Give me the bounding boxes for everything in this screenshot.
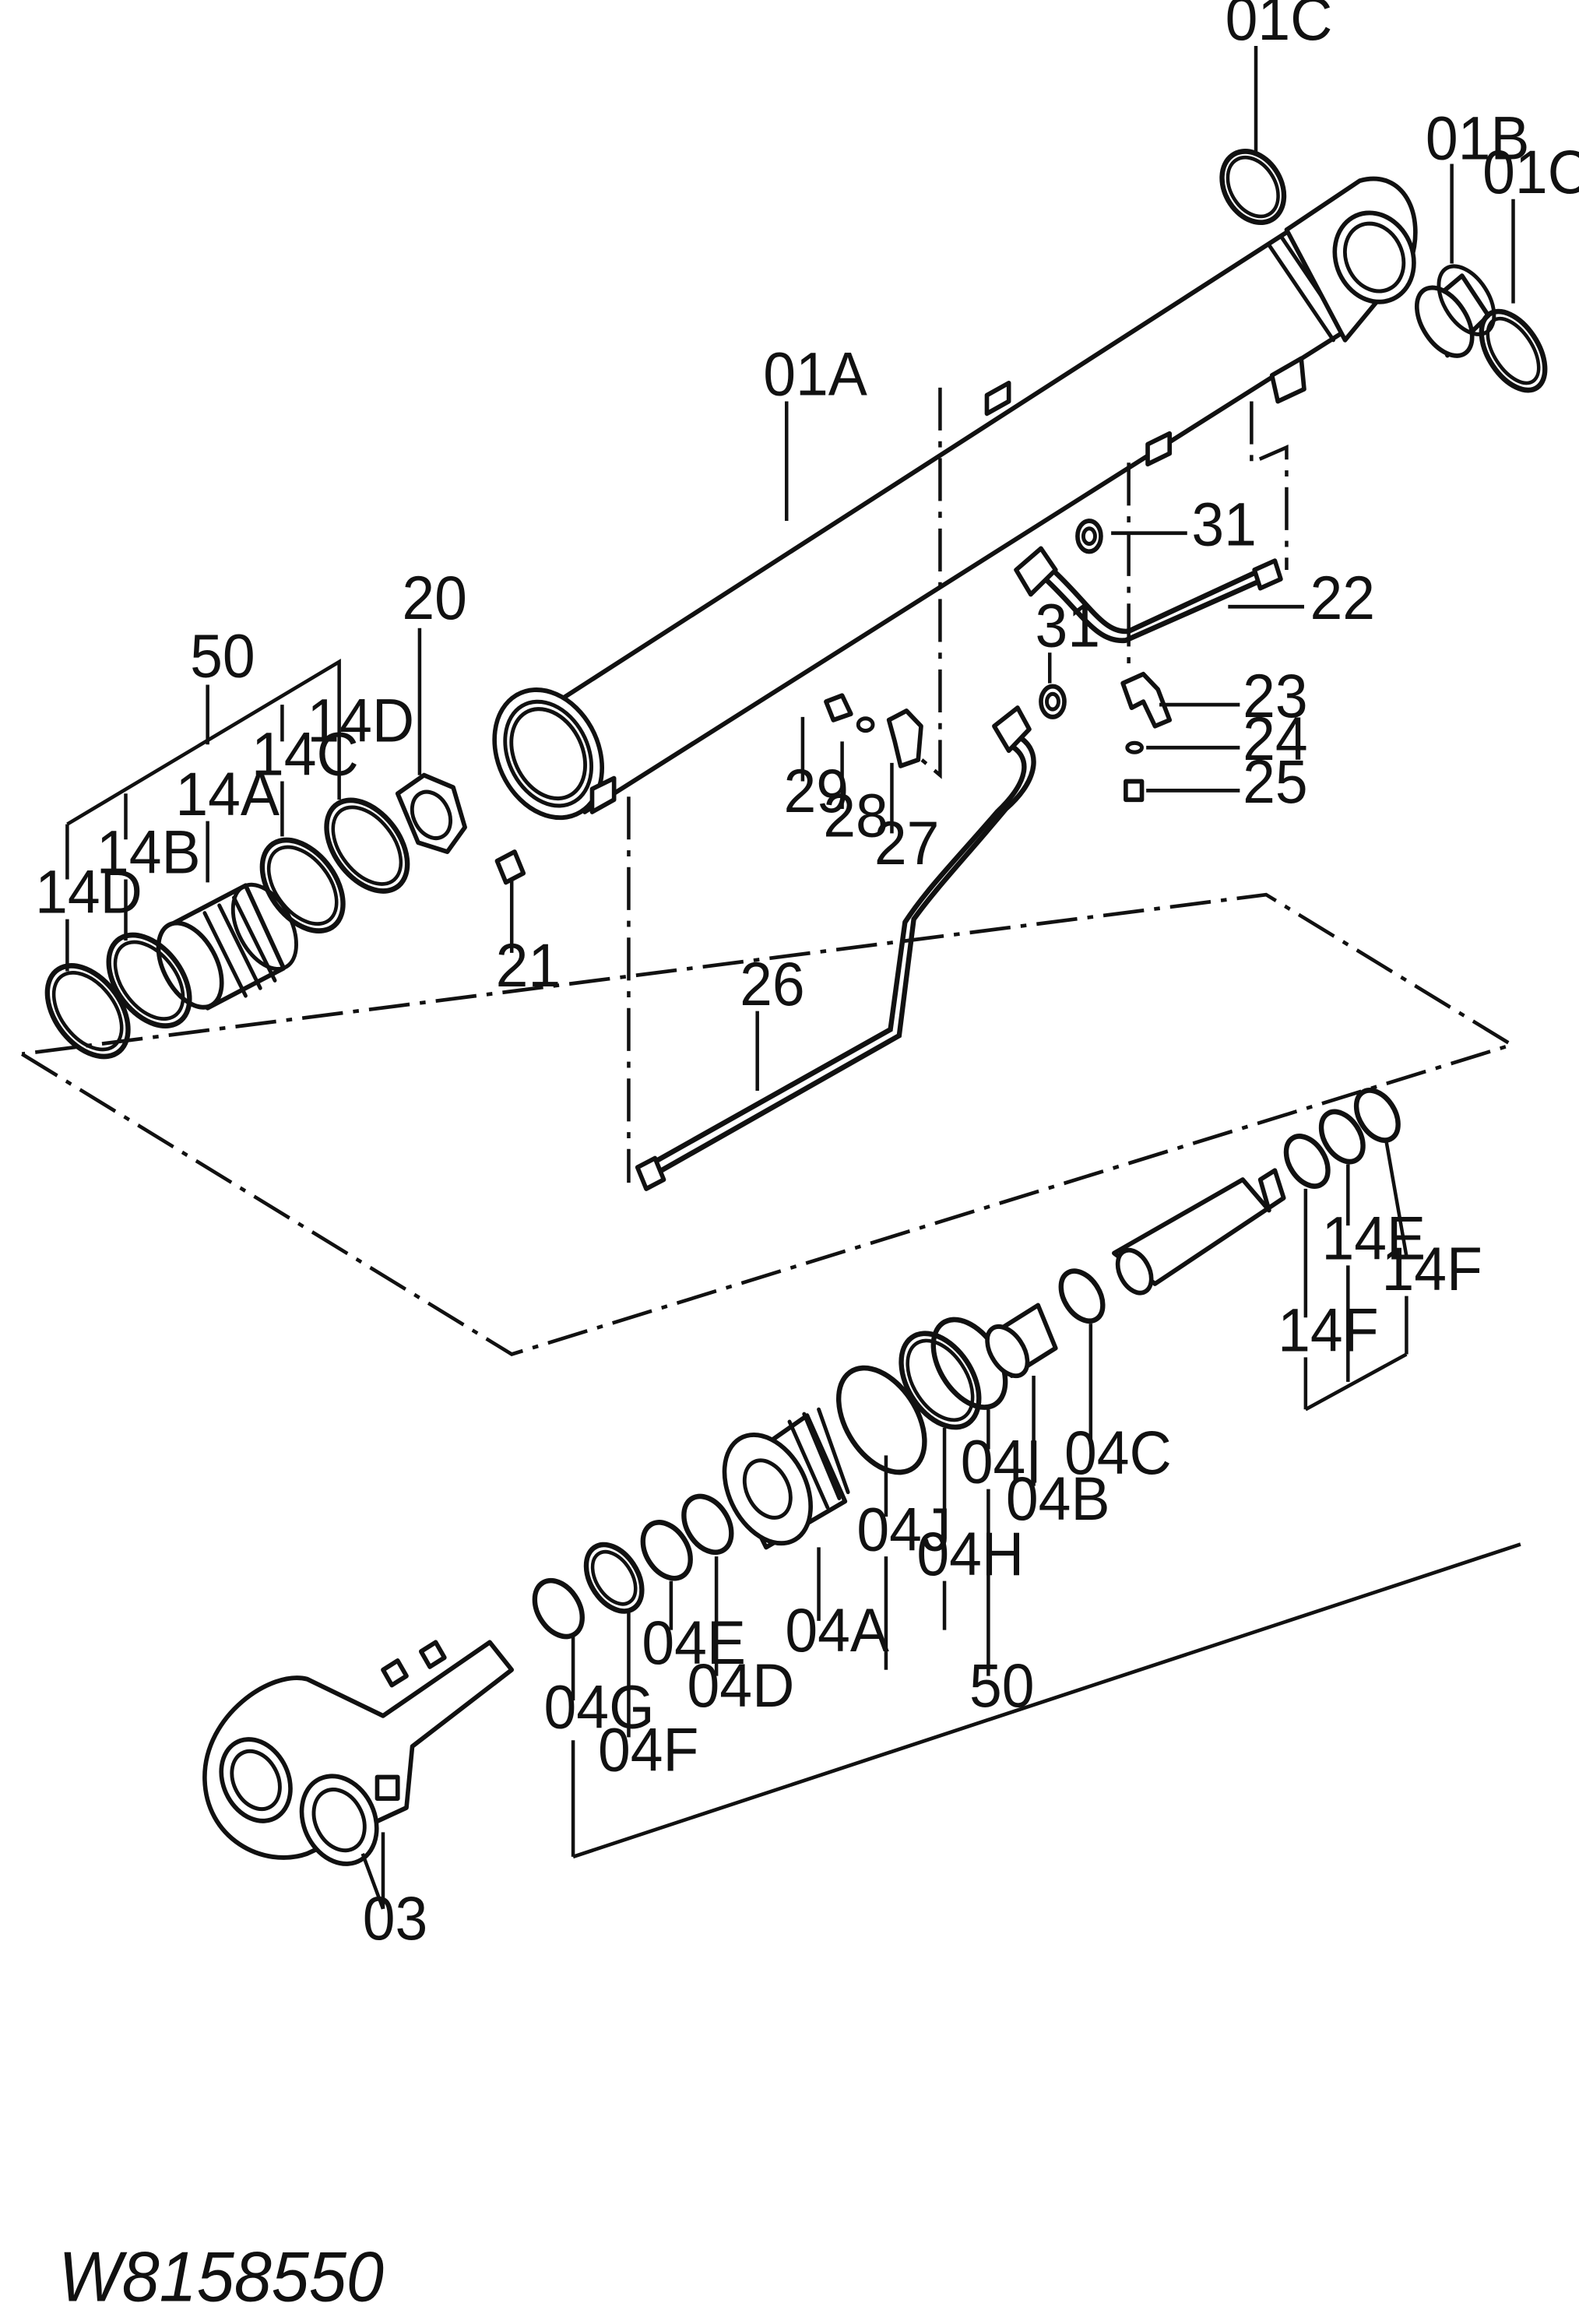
label-31-top: 31 [1191, 490, 1257, 559]
label-04g: 04G [544, 1673, 655, 1742]
label-29: 29 [783, 757, 849, 825]
label-27: 27 [874, 809, 940, 877]
label-01b: 01B [1426, 104, 1530, 173]
label-14b: 14B [97, 818, 201, 887]
ring-04d [681, 1493, 734, 1556]
ring-14c [259, 837, 346, 933]
label-24: 24 [1243, 705, 1308, 773]
o-ring-31-mid [1039, 684, 1067, 719]
ring-04f [583, 1542, 645, 1614]
ring-14f-right [1353, 1088, 1401, 1143]
label-14f-right: 14F [1382, 1235, 1482, 1303]
label-04c: 04C [1064, 1419, 1172, 1487]
label-28: 28 [823, 782, 888, 850]
label-04e: 04E [642, 1609, 746, 1677]
set-screw-21 [494, 849, 526, 885]
part-labels: 01C 01B 01C 01A 31 22 31 23 24 25 29 28 … [35, 0, 1579, 1953]
nut-20 [395, 772, 467, 854]
label-04a: 04A [785, 1597, 889, 1665]
label-14e: 14E [1322, 1204, 1426, 1273]
label-22: 22 [1310, 564, 1375, 632]
label-20: 20 [402, 564, 467, 632]
label-23: 23 [1243, 662, 1308, 730]
seal-ring-01c-top [1219, 149, 1287, 226]
pipe-26 [635, 705, 1036, 1191]
ring-14f-left [1283, 1134, 1331, 1189]
ring-14e [1318, 1109, 1366, 1165]
label-26: 26 [740, 950, 805, 1018]
label-01c-top: 01C [1226, 0, 1333, 54]
label-04b: 04B [1006, 1464, 1110, 1533]
label-01a: 01A [763, 340, 867, 409]
label-14d-left: 14D [35, 858, 142, 926]
ring-14b [106, 932, 192, 1028]
rod-end-shaft [1112, 1168, 1286, 1296]
drawing-code: W8158550 [58, 2238, 384, 2316]
pipe-22 [1014, 546, 1283, 644]
snap-ring-04g [532, 1577, 585, 1640]
washer-24 [1125, 740, 1144, 754]
label-14f-left: 14F [1278, 1296, 1378, 1365]
o-ring-31-top [1075, 519, 1103, 554]
rod-cover-04a [722, 1407, 850, 1550]
label-25: 25 [1243, 747, 1308, 816]
label-03: 03 [363, 1885, 428, 1953]
label-04f: 04F [598, 1716, 698, 1784]
clamp-23 [1120, 671, 1173, 729]
label-01c-right: 01C [1482, 138, 1579, 206]
label-04h: 04H [916, 1520, 1024, 1588]
label-14d-right: 14D [307, 687, 414, 755]
label-31-mid: 31 [1035, 592, 1100, 660]
bushing-04b [985, 1303, 1058, 1379]
label-04j: 04J [856, 1496, 951, 1564]
bushing-01b [1414, 264, 1496, 358]
seal-ring-01c-right [1479, 308, 1548, 393]
snap-ring-04c [1058, 1268, 1106, 1324]
label-04d: 04D [688, 1651, 795, 1720]
assembly-lines [21, 387, 1517, 1357]
ring-04h [899, 1331, 982, 1430]
ring-14d-right [324, 797, 410, 894]
ring-04j [835, 1365, 927, 1475]
label-50-bottom: 50 [969, 1651, 1035, 1720]
label-14a: 14A [175, 760, 280, 828]
label-21: 21 [496, 932, 561, 1000]
piston-14a [156, 882, 298, 1011]
clamp-27 [886, 708, 923, 768]
ring-04e [640, 1520, 693, 1581]
bolt-29 [824, 693, 853, 723]
leader-lines [65, 46, 1521, 1910]
label-04i: 04I [961, 1428, 1042, 1496]
ring-14d-left [44, 963, 131, 1060]
cylinder-tube-01a [492, 176, 1418, 821]
bolt-25 [1124, 779, 1145, 803]
piston-rod-03 [202, 1640, 515, 1866]
washer-28 [856, 716, 875, 733]
label-50-top: 50 [190, 622, 255, 691]
label-14c: 14C [251, 720, 359, 789]
